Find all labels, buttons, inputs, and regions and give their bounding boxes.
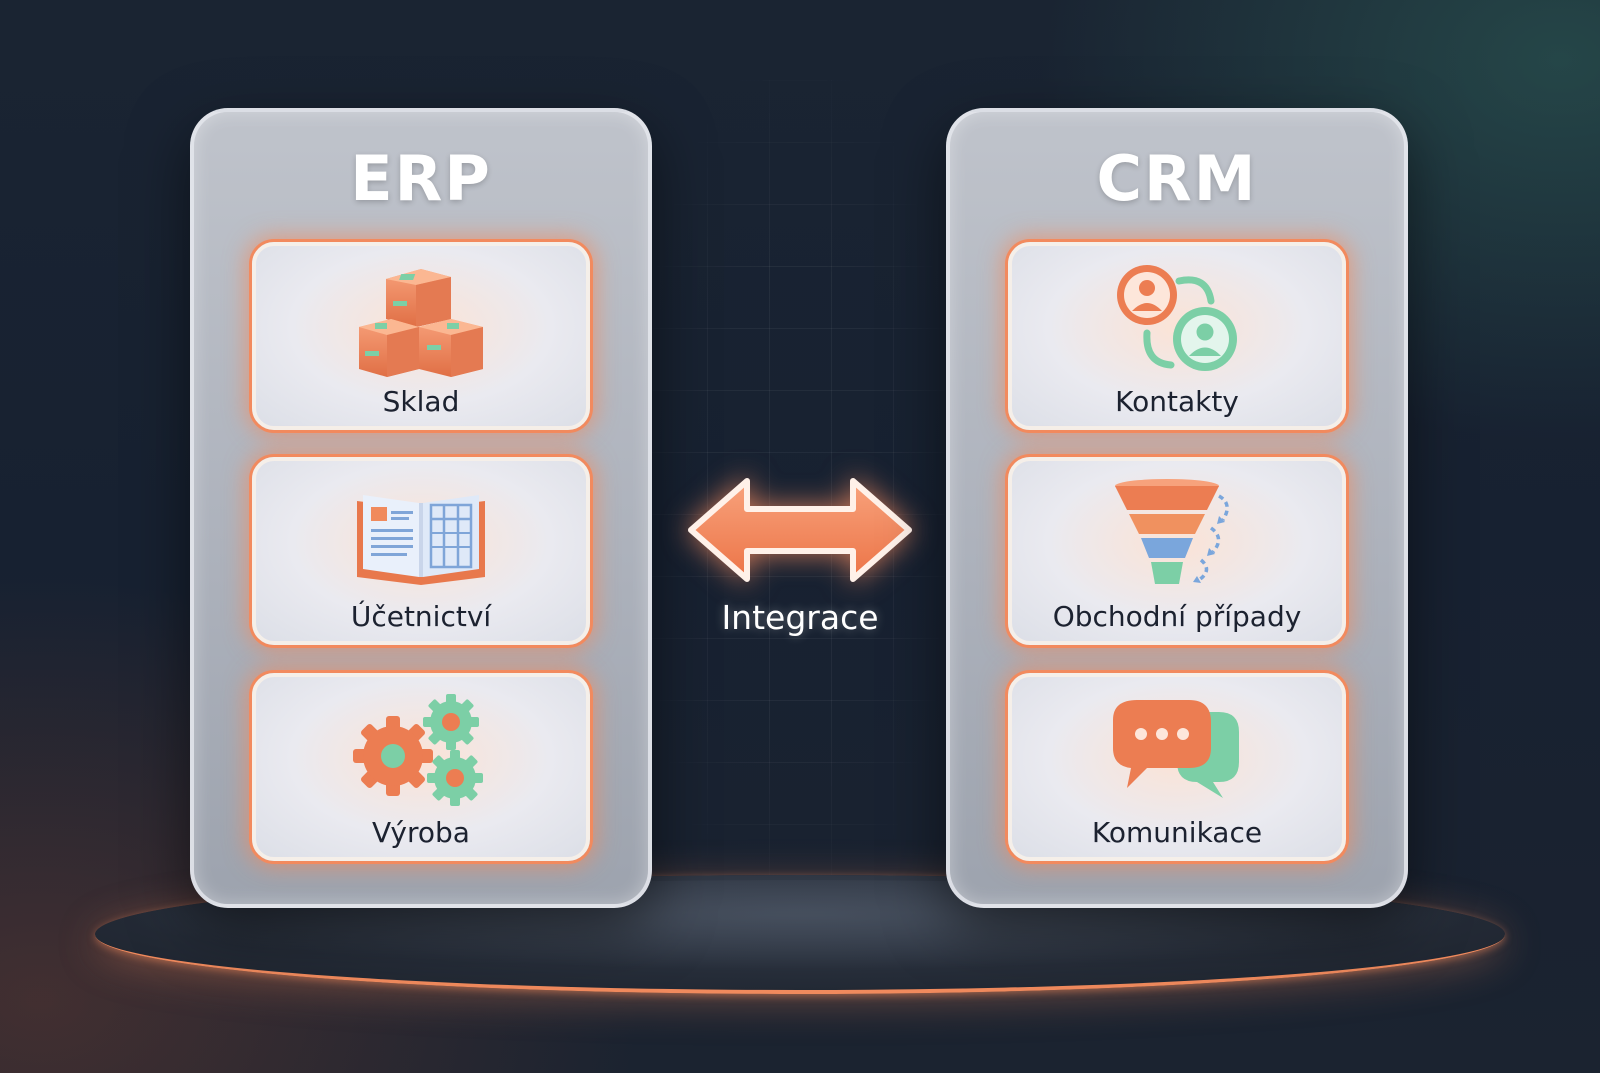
erp-panel: ERP [190, 108, 652, 908]
background-grid [645, 80, 945, 900]
erp-module-sklad[interactable]: Sklad [252, 242, 590, 430]
chat-bubbles-icon [1012, 687, 1342, 817]
contacts-exchange-icon [1012, 256, 1342, 386]
crm-module-komunikace[interactable]: Komunikace [1008, 673, 1346, 861]
crm-module-obchodni-pripady[interactable]: Obchodní případy [1008, 457, 1346, 645]
gears-icon [256, 687, 586, 817]
module-label: Komunikace [1091, 816, 1263, 849]
boxes-icon [256, 256, 586, 386]
bidirectional-arrow-icon [688, 478, 912, 582]
erp-module-vyroba[interactable]: Výroba [252, 673, 590, 861]
module-label: Kontakty [1115, 385, 1239, 418]
crm-title: CRM [1096, 142, 1258, 215]
ledger-book-icon [256, 471, 586, 601]
crm-panel: CRM Kontakty [946, 108, 1408, 908]
module-label: Sklad [382, 385, 460, 418]
crm-module-kontakty[interactable]: Kontakty [1008, 242, 1346, 430]
integration-arrow [685, 475, 915, 585]
sales-funnel-icon [1012, 471, 1342, 601]
module-label: Obchodní případy [1052, 600, 1302, 633]
module-label: Účetnictví [350, 600, 492, 633]
module-label: Výroba [372, 816, 470, 849]
erp-title: ERP [350, 142, 492, 215]
erp-module-ucetnictvi[interactable]: Účetnictví [252, 457, 590, 645]
integration-label: Integrace [721, 598, 879, 637]
